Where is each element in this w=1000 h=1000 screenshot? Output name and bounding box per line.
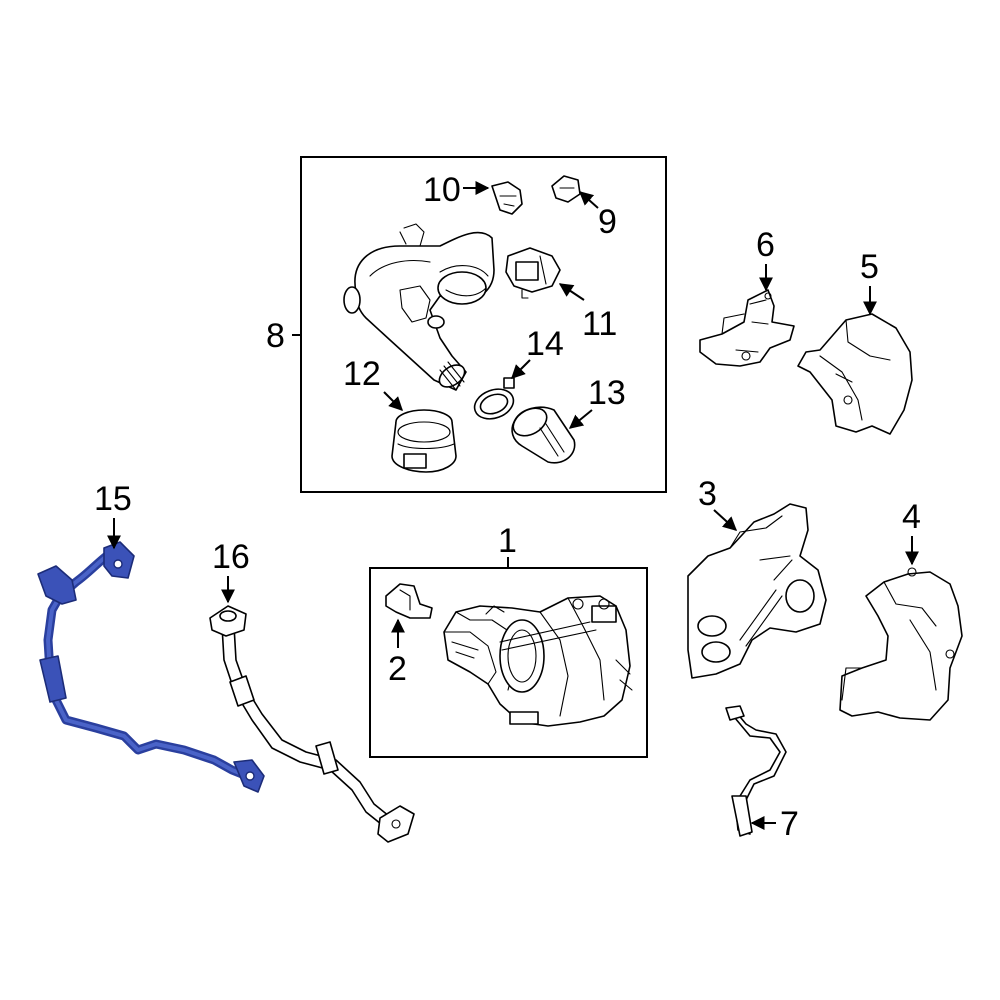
part-16-oil-return-line[interactable] bbox=[209, 605, 415, 843]
part-10-sensor[interactable] bbox=[491, 181, 523, 215]
part-1-turbocharger[interactable] bbox=[443, 595, 633, 727]
callout-1[interactable]: 1 bbox=[498, 522, 517, 560]
leader-14 bbox=[511, 359, 531, 379]
part-9-sensor[interactable] bbox=[551, 175, 581, 203]
callout-11[interactable]: 11 bbox=[582, 305, 617, 343]
callout-7[interactable]: 7 bbox=[780, 805, 799, 843]
callout-16[interactable]: 16 bbox=[212, 538, 250, 576]
part-5-heat-shield[interactable] bbox=[797, 313, 913, 435]
callout-6[interactable]: 6 bbox=[756, 226, 775, 264]
leader-11 bbox=[558, 283, 585, 301]
leader-12 bbox=[383, 391, 403, 411]
callout-3[interactable]: 3 bbox=[698, 475, 717, 513]
callout-12[interactable]: 12 bbox=[343, 355, 381, 393]
part-15-oil-feed-line[interactable] bbox=[37, 541, 265, 793]
group-box-intake bbox=[300, 156, 667, 493]
callout-5[interactable]: 5 bbox=[860, 248, 879, 286]
part-7-sensor-harness[interactable] bbox=[725, 705, 787, 837]
part-4-heat-shield[interactable] bbox=[839, 567, 963, 721]
leader-9 bbox=[578, 191, 599, 209]
part-12-coupler[interactable] bbox=[391, 409, 457, 473]
callout-13[interactable]: 13 bbox=[588, 374, 626, 412]
part-3-heat-shield[interactable] bbox=[687, 503, 827, 679]
callout-15[interactable]: 15 bbox=[94, 480, 132, 518]
callout-10[interactable]: 10 bbox=[423, 171, 461, 209]
callout-2[interactable]: 2 bbox=[388, 650, 407, 688]
leader-13 bbox=[568, 409, 593, 429]
callout-4[interactable]: 4 bbox=[902, 498, 921, 536]
part-2-sensor[interactable] bbox=[385, 583, 433, 619]
part-13-hose[interactable] bbox=[508, 403, 576, 464]
callout-8[interactable]: 8 bbox=[266, 317, 285, 355]
callout-14[interactable]: 14 bbox=[526, 325, 564, 363]
leader-3 bbox=[713, 509, 738, 531]
part-14-clamp[interactable] bbox=[470, 377, 517, 424]
part-11-valve[interactable] bbox=[505, 247, 561, 299]
callout-9[interactable]: 9 bbox=[598, 203, 617, 241]
part-6-bracket[interactable] bbox=[699, 289, 795, 367]
part-12-intake-duct[interactable] bbox=[343, 223, 495, 391]
